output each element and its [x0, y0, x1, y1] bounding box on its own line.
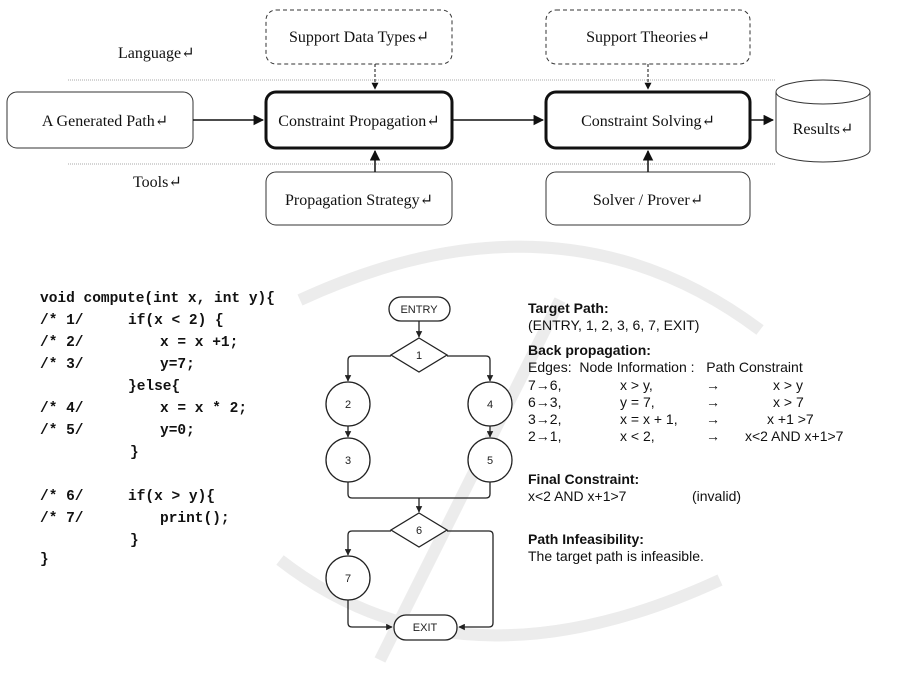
- node-information: x = x + 1,: [620, 411, 678, 427]
- path-constraint: x +1 >7: [767, 411, 814, 427]
- exit-node: [393, 614, 458, 641]
- node-information: x < 2,: [620, 428, 655, 444]
- line-number-comment: /* 5/: [40, 423, 84, 439]
- support-theories-label: Support Theories↵: [586, 29, 710, 46]
- path-constraint: x > 7: [773, 394, 804, 410]
- propagation-strategy-label: Propagation Strategy↵: [285, 192, 433, 209]
- back-propagation-columns: Edges: Node Information : Path Constrain…: [528, 359, 803, 375]
- line-number-comment: /* 4/: [40, 401, 84, 417]
- edge: 7→6,: [528, 377, 561, 393]
- support-data-types-label: Support Data Types↵: [289, 29, 429, 46]
- code-line: if(x > y){: [128, 489, 215, 505]
- code-line: }: [130, 533, 139, 549]
- code-line: }else{: [128, 379, 180, 395]
- node-information: x > y,: [620, 377, 653, 393]
- back-propagation-heading: Back propagation:: [528, 342, 651, 358]
- analysis-panel: Target Path: (ENTRY, 1, 2, 3, 6, 7, EXIT…: [528, 300, 844, 564]
- entry-label: ENTRY: [400, 304, 438, 316]
- line-number-comment: /* 1/: [40, 313, 84, 329]
- line-number-comment: /* 6/: [40, 489, 84, 505]
- target-path: (ENTRY, 1, 2, 3, 6, 7, EXIT): [528, 317, 699, 333]
- node-4-label: 4: [487, 399, 493, 411]
- node-3-label: 3: [345, 455, 351, 467]
- path-constraint: x<2 AND x+1>7: [745, 428, 844, 444]
- code-line: x = x +1;: [160, 335, 238, 351]
- code-line: x = x * 2;: [160, 401, 247, 417]
- line-number-comment: /* 7/: [40, 511, 84, 527]
- propagation-strategy-box: [265, 171, 453, 226]
- node-6-label: 6: [416, 525, 422, 537]
- arrow: →: [706, 411, 720, 427]
- cfg-labels: ENTRY 1 2 3 4 5 6 7 EXIT: [345, 304, 493, 634]
- solver-prover-label: Solver / Prover↵: [593, 192, 703, 209]
- support-theories-box: [545, 9, 751, 65]
- generated-path-label: A Generated Path↵: [42, 113, 168, 130]
- architecture-diagram: Language↵ Tools↵ Support Data Types↵ Sup…: [6, 9, 871, 226]
- node-information: y = 7,: [620, 394, 655, 410]
- exit-label: EXIT: [413, 622, 438, 634]
- final-constraint: x<2 AND x+1>7: [528, 488, 627, 504]
- control-flow-graph: [325, 296, 513, 641]
- tools-label: Tools↵: [133, 174, 182, 191]
- line-number-comment: /* 3/: [40, 357, 84, 373]
- node-5-label: 5: [487, 455, 493, 467]
- edge: 6→3,: [528, 394, 561, 410]
- code-line: y=7;: [160, 357, 195, 373]
- code-listing: void compute(int x, int y){ /* 1/if(x < …: [40, 291, 275, 568]
- edge: 3→2,: [528, 411, 561, 427]
- final-constraint-status: (invalid): [692, 488, 741, 504]
- code-line: print();: [160, 511, 230, 527]
- arrow: →: [706, 377, 720, 393]
- line-number-comment: /* 2/: [40, 335, 84, 351]
- constraint-propagation-label: Constraint Propagation↵: [278, 113, 439, 130]
- constraint-solving-label: Constraint Solving↵: [581, 113, 715, 130]
- support-data-types-box: [265, 9, 453, 65]
- decision-node-6: [389, 512, 449, 548]
- architecture-arrows: [193, 64, 775, 172]
- path-constraint: x > y: [773, 377, 803, 393]
- code-signature: void compute(int x, int y){: [40, 291, 275, 307]
- results-label: Results↵: [793, 121, 854, 138]
- node-2-label: 2: [345, 399, 351, 411]
- arrow: →: [706, 394, 720, 410]
- path-infeasibility-heading: Path Infeasibility:: [528, 531, 644, 547]
- final-constraint-heading: Final Constraint:: [528, 471, 639, 487]
- watermark-logo: [276, 240, 764, 663]
- arrow: →: [706, 428, 720, 444]
- code-closing-brace: }: [40, 552, 49, 568]
- edge: 2→1,: [528, 428, 561, 444]
- node-1-label: 1: [416, 350, 422, 362]
- results-cylinder: Results↵: [775, 79, 871, 163]
- language-label: Language↵: [118, 45, 194, 62]
- decision-node-1: [389, 337, 449, 373]
- code-line: y=0;: [160, 423, 195, 439]
- target-path-heading: Target Path:: [528, 300, 609, 316]
- path-infeasibility-text: The target path is infeasible.: [528, 548, 704, 564]
- code-line: }: [130, 445, 139, 461]
- node-7-label: 7: [345, 573, 351, 585]
- code-line: if(x < 2) {: [128, 313, 224, 329]
